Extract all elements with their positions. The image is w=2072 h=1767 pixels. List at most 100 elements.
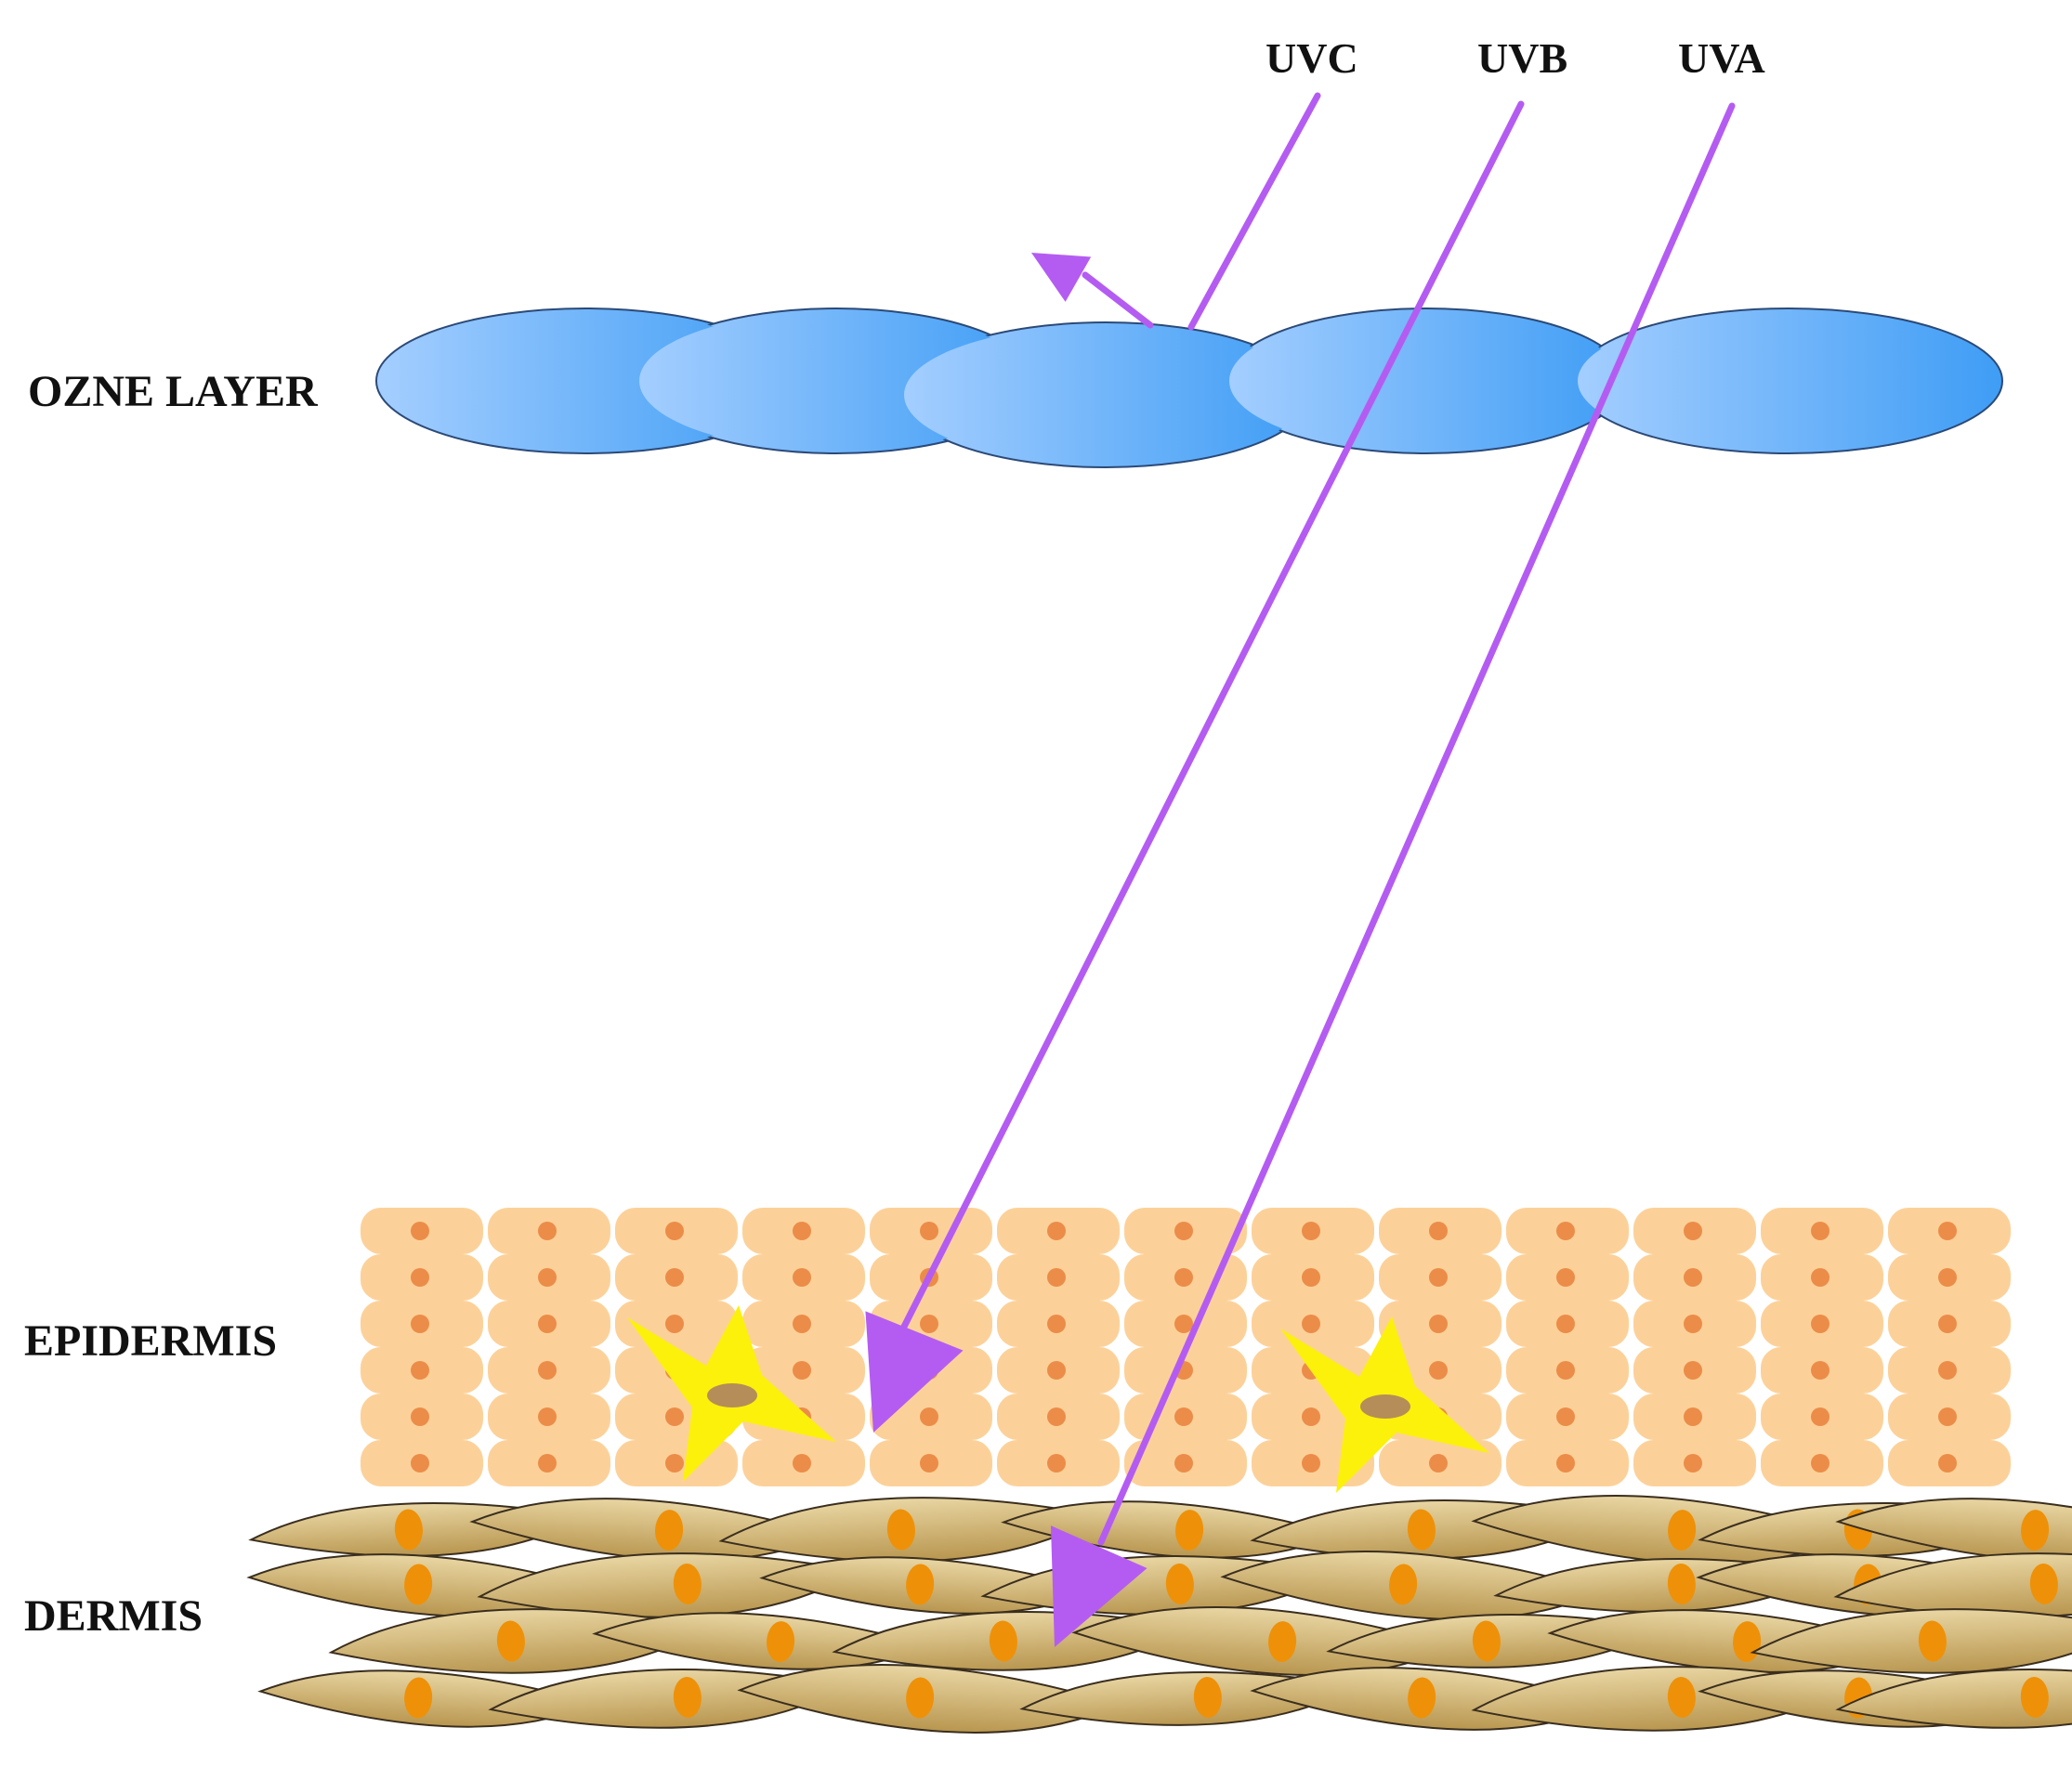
epidermis-cell-nucleus <box>1938 1268 1957 1287</box>
uvb-label: UVB <box>1477 34 1568 82</box>
epidermis-cell-nucleus <box>793 1454 811 1472</box>
epidermis-cell-nucleus <box>920 1454 938 1472</box>
uvb-arrowhead <box>865 1311 964 1433</box>
epidermis-cell-nucleus <box>1047 1454 1066 1472</box>
dermis-cell-nucleus <box>1472 1620 1501 1662</box>
dermis-cell-body <box>1835 1669 2072 1729</box>
epidermis-cell-nucleus <box>411 1407 429 1426</box>
epidermis-cell-nucleus <box>920 1407 938 1426</box>
epidermis-cell-nucleus <box>1938 1361 1957 1380</box>
epidermis-cell-nucleus <box>1047 1222 1066 1240</box>
dermis-cell-nucleus <box>2021 1510 2050 1551</box>
dermis-cell-nucleus <box>1389 1564 1418 1605</box>
epidermis-cell-nucleus <box>538 1361 557 1380</box>
epidermis-cell-nucleus <box>1429 1268 1448 1287</box>
ozone-layer-label: OZNE LAYER <box>28 367 318 416</box>
epidermis-cell-nucleus <box>1556 1407 1575 1426</box>
epidermis-cell-nucleus <box>1811 1454 1829 1472</box>
epidermis-cell-nucleus <box>538 1222 557 1240</box>
epidermis-cell-nucleus <box>1429 1315 1448 1333</box>
epidermis-cell-nucleus <box>1938 1454 1957 1472</box>
dermis-cell-nucleus <box>1175 1510 1204 1551</box>
epidermis-cell-nucleus <box>538 1407 557 1426</box>
epidermis-cell-nucleus <box>538 1268 557 1287</box>
dermis-cell-nucleus <box>906 1677 935 1719</box>
epidermis-cell-nucleus <box>1811 1315 1829 1333</box>
dermis-cell <box>1750 1608 2072 1674</box>
dermis-layer <box>246 1495 2072 1734</box>
epidermis-cell-nucleus <box>1174 1222 1193 1240</box>
dermis-cell-nucleus <box>404 1564 433 1605</box>
melanocyte-nucleus <box>1360 1394 1410 1419</box>
epidermis-cell-nucleus <box>1174 1407 1193 1426</box>
epidermis-cell-nucleus <box>1556 1454 1575 1472</box>
dermis-cell-nucleus <box>1668 1510 1697 1551</box>
dermis-cell-nucleus <box>1268 1621 1297 1663</box>
epidermis-cell-nucleus <box>793 1315 811 1333</box>
epidermis-cell-nucleus <box>1047 1268 1066 1287</box>
dermis-cell-nucleus <box>989 1620 1017 1662</box>
epidermis-layer <box>361 1208 2011 1493</box>
dermis-cell-nucleus <box>673 1563 702 1604</box>
epidermis-cell-nucleus <box>1174 1315 1193 1333</box>
uva-label: UVA <box>1678 34 1765 82</box>
epidermis-cell-nucleus <box>1684 1454 1702 1472</box>
epidermis-cell-nucleus <box>1684 1315 1702 1333</box>
uvb-ray <box>899 100 1525 1332</box>
dermis-cell-nucleus <box>394 1509 423 1551</box>
dermis-cell-nucleus <box>404 1677 433 1719</box>
epidermis-cell-nucleus <box>1174 1454 1193 1472</box>
uva-arrowhead <box>1050 1525 1147 1647</box>
epidermis-cell-nucleus <box>793 1268 811 1287</box>
dermis-cell <box>1835 1669 2072 1729</box>
epidermis-cell-nucleus <box>1556 1268 1575 1287</box>
dermis-cell-body <box>1835 1498 2072 1562</box>
epidermis-cell-nucleus <box>1811 1268 1829 1287</box>
epidermis-cell-nucleus <box>1302 1315 1320 1333</box>
epidermis-cell-nucleus <box>1556 1222 1575 1240</box>
dermis-cell-nucleus <box>673 1676 702 1718</box>
dermis-cell-nucleus <box>1193 1676 1222 1718</box>
epidermis-cell-nucleus <box>1047 1407 1066 1426</box>
epidermis-cell-nucleus <box>538 1454 557 1472</box>
melanocyte <box>627 1305 836 1482</box>
dermis-cell-nucleus <box>767 1621 795 1663</box>
dermis-cell <box>1835 1498 2072 1562</box>
epidermis-cell-nucleus <box>1684 1222 1702 1240</box>
epidermis-cell-nucleus <box>1684 1268 1702 1287</box>
dermis-cell-nucleus <box>1667 1563 1696 1604</box>
epidermis-cell-nucleus <box>1556 1361 1575 1380</box>
epidermis-cell-nucleus <box>1429 1454 1448 1472</box>
epidermis-cell-nucleus <box>920 1222 938 1240</box>
dermis-cell-nucleus <box>1408 1677 1436 1719</box>
ozone-cloud-lobe-inner <box>1578 311 2000 451</box>
uv-rays <box>865 92 1736 1647</box>
dermis-cell-nucleus <box>1407 1509 1436 1551</box>
ozone-cloud-lobe-inner <box>1229 311 1623 451</box>
dermis-cell-nucleus <box>906 1564 935 1605</box>
epidermis-cell-nucleus <box>411 1315 429 1333</box>
dermis-label: DERMIS <box>24 1591 203 1641</box>
epidermis-cell-nucleus <box>1302 1222 1320 1240</box>
epidermis-cell-nucleus <box>793 1222 811 1240</box>
uvc-reflection-arrowhead <box>1031 253 1092 302</box>
epidermis-cell-nucleus <box>1174 1268 1193 1287</box>
epidermis-cell-nucleus <box>1047 1315 1066 1333</box>
epidermis-cell-nucleus <box>1047 1361 1066 1380</box>
uvc-ray-incoming <box>1187 92 1321 331</box>
epidermis-cell-nucleus <box>411 1268 429 1287</box>
epidermis-cell-nucleus <box>1302 1454 1320 1472</box>
epidermis-cell-nucleus <box>665 1222 684 1240</box>
epidermis-cell-nucleus <box>665 1315 684 1333</box>
epidermis-cell-nucleus <box>1302 1268 1320 1287</box>
epidermis-cell-nucleus <box>920 1315 938 1333</box>
uvc-ray-reflected <box>1082 271 1154 329</box>
epidermis-cell-nucleus <box>1811 1361 1829 1380</box>
epidermis-cell-nucleus <box>665 1454 684 1472</box>
dermis-cell-nucleus <box>2029 1563 2058 1604</box>
dermis-cell-nucleus <box>2020 1676 2049 1718</box>
dermis-cell-nucleus <box>1165 1563 1194 1604</box>
epidermis-cell-nucleus <box>1938 1222 1957 1240</box>
